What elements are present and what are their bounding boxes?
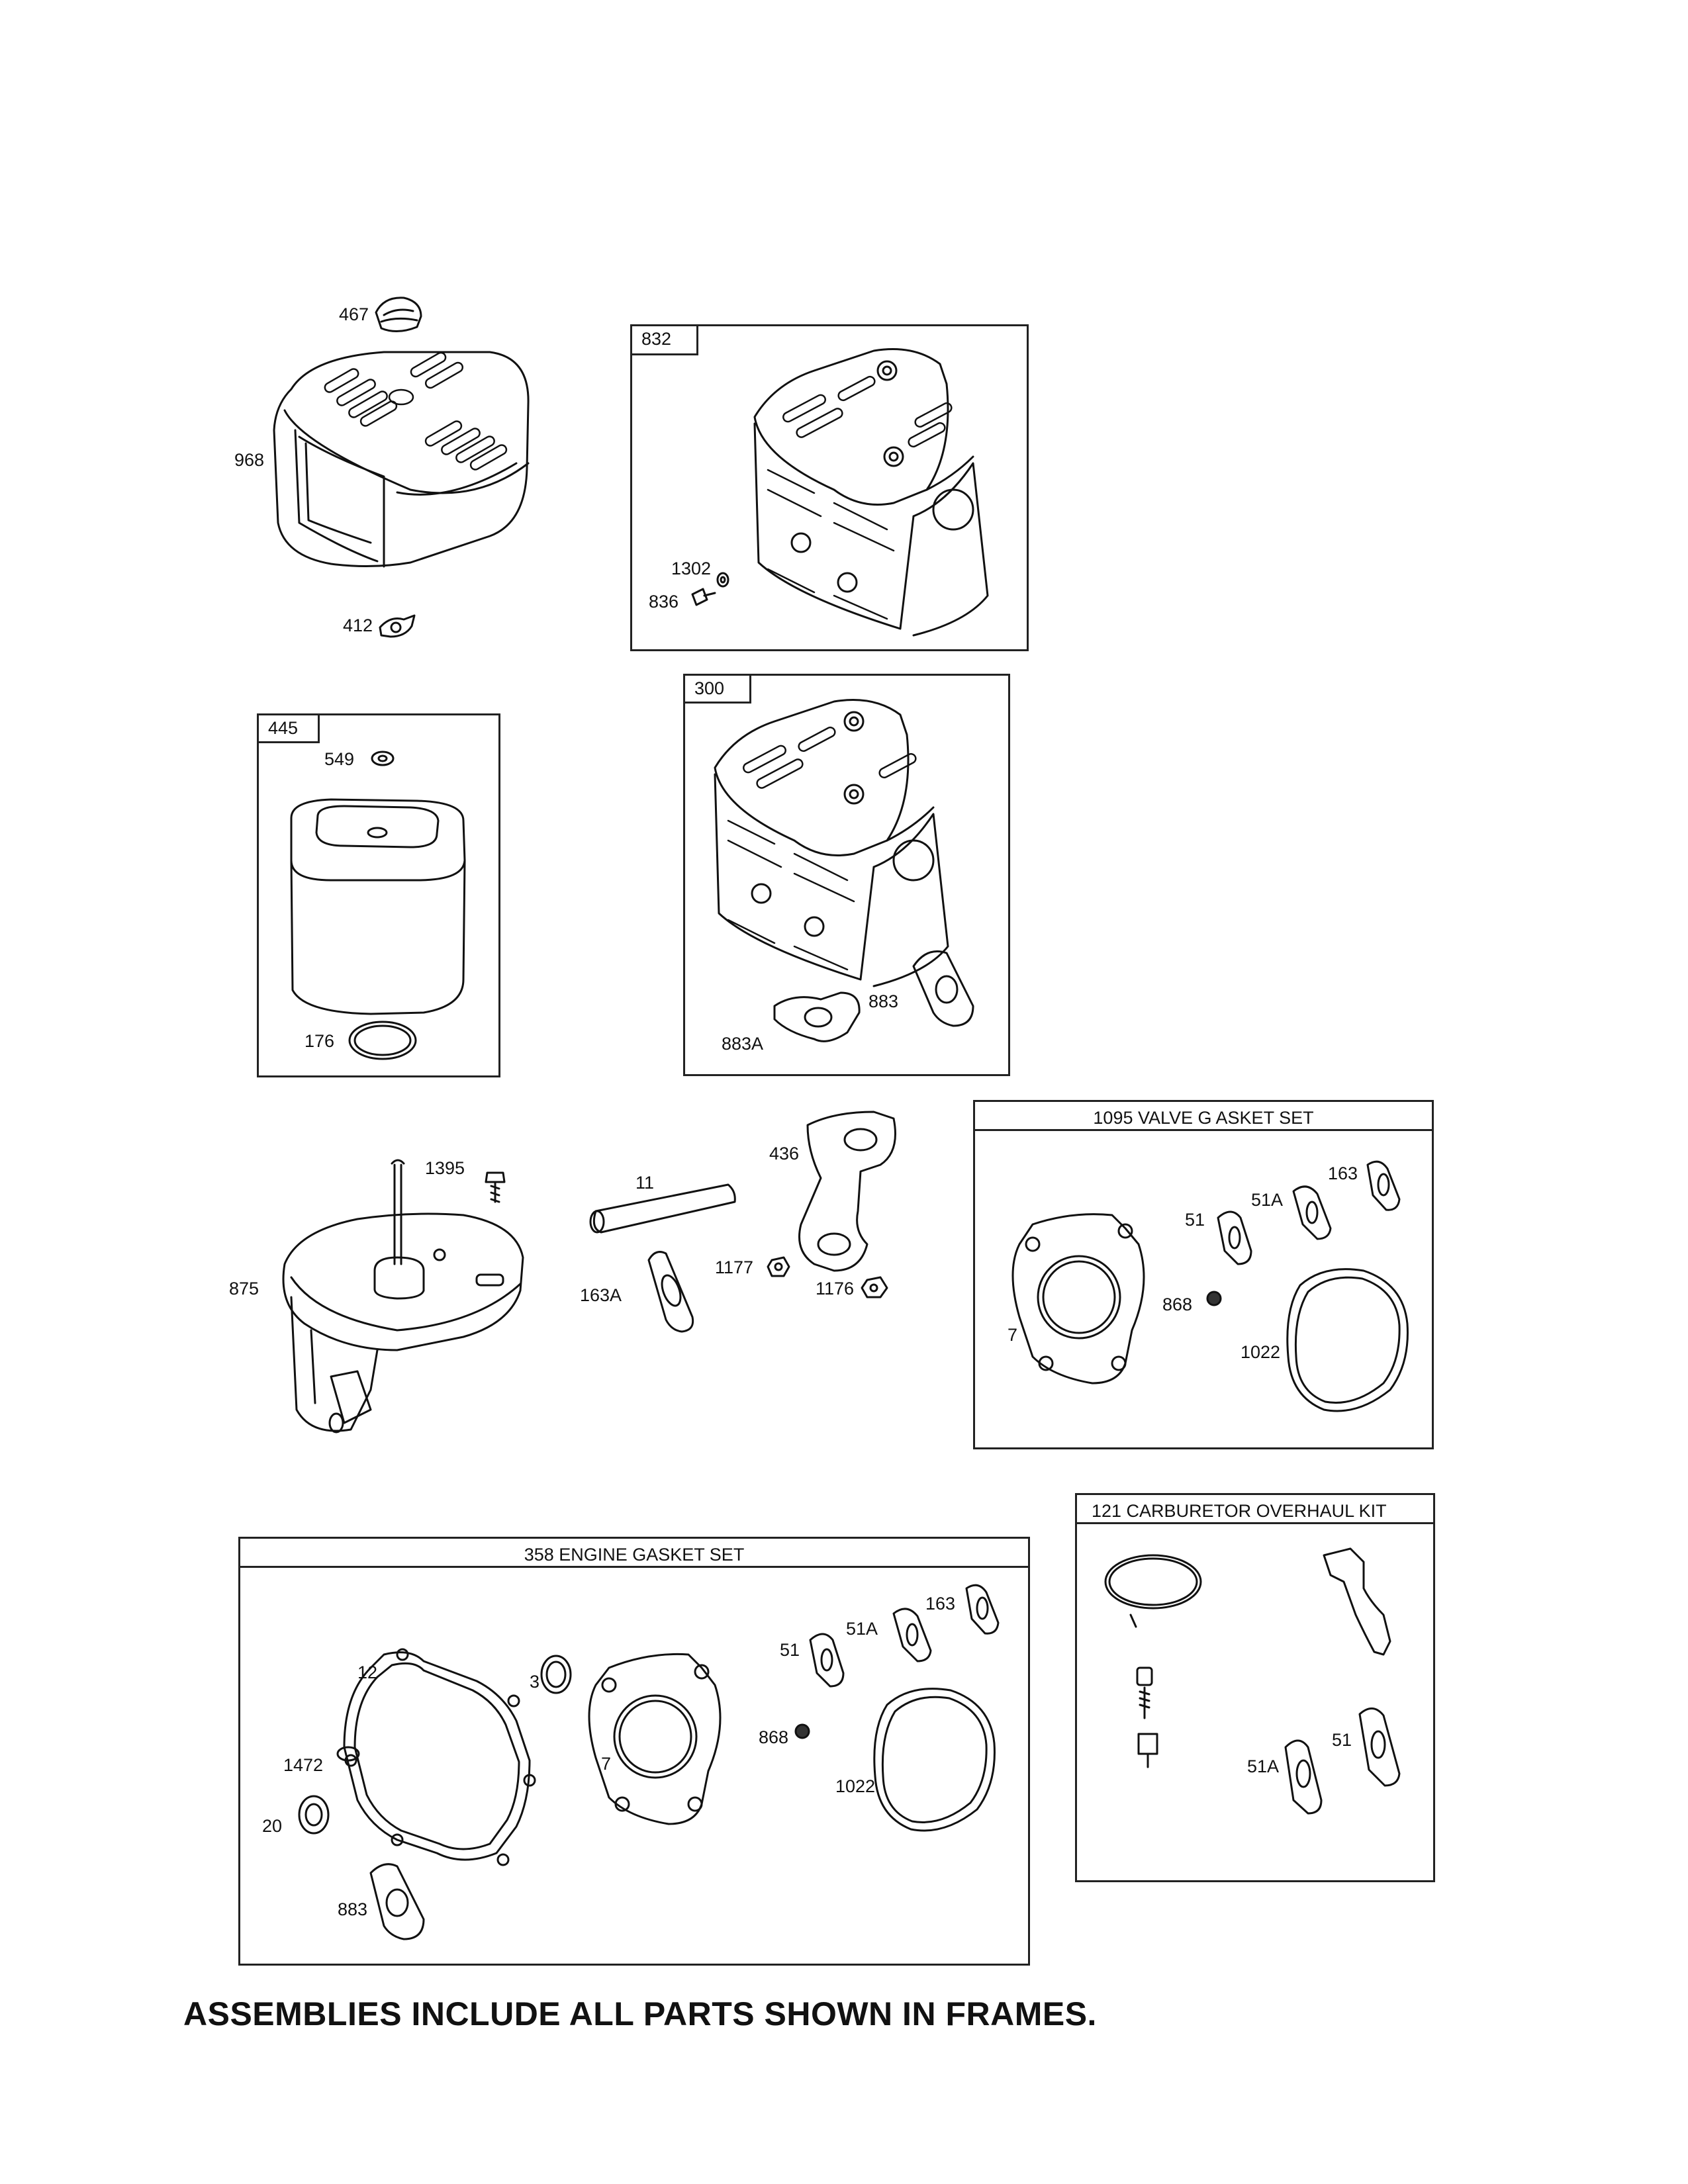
label-engine-868: 868 (759, 1727, 789, 1747)
frame-832: 832 (630, 324, 1029, 651)
label-883a-top: 883A (722, 1034, 764, 1054)
part-51a-gasket (1292, 1185, 1332, 1240)
part-11-tube (589, 1183, 736, 1234)
footer-note: ASSEMBLIES INCLUDE ALL PARTS SHOWN IN FR… (183, 1995, 1097, 2032)
label-11: 11 (635, 1173, 655, 1193)
label-412: 412 (343, 615, 373, 635)
label-valve-868: 868 (1162, 1295, 1193, 1314)
part-163-gasket-engine (965, 1584, 1000, 1635)
label-875: 875 (229, 1279, 259, 1298)
part-467-knob (375, 296, 422, 332)
part-12-crankcase-gasket (343, 1648, 536, 1866)
part-carb-jet (1137, 1733, 1158, 1768)
part-7-head-gasket (1011, 1213, 1145, 1385)
label-engine-163: 163 (925, 1594, 956, 1614)
label-1177: 1177 (715, 1257, 754, 1277)
part-412-wing-nut (379, 614, 416, 638)
engine-gasket-set-title: 358 ENGINE GASKET SET (240, 1539, 1028, 1568)
label-467: 467 (339, 304, 369, 324)
label-engine-20: 20 (262, 1816, 283, 1836)
part-1472-oring (336, 1746, 360, 1762)
part-300-muffler (714, 699, 949, 987)
part-1022-valve-cover-gasket (1286, 1268, 1409, 1412)
label-engine-3: 3 (530, 1672, 540, 1692)
part-51-gasket-carb (1358, 1707, 1401, 1787)
label-engine-51: 51 (780, 1640, 800, 1660)
label-engine-1472: 1472 (283, 1755, 324, 1775)
label-176: 176 (305, 1031, 335, 1051)
part-968-cover (273, 351, 530, 568)
part-7-head-gasket-engine (588, 1653, 722, 1825)
frame-valve-gasket-set: 1095 VALVE G ASKET SET (973, 1100, 1434, 1449)
part-20-seal (298, 1795, 330, 1835)
part-836-screw (691, 588, 716, 606)
valve-gasket-set-title: 1095 VALVE G ASKET SET (975, 1102, 1432, 1131)
label-valve-163: 163 (1328, 1163, 1358, 1183)
part-carb-needle (1136, 1666, 1153, 1719)
part-176-seal (348, 1021, 417, 1060)
part-51-gasket (1217, 1210, 1252, 1265)
part-1022-gasket-engine (873, 1688, 996, 1832)
label-engine-51a: 51A (846, 1619, 878, 1639)
part-51a-gasket-carb (1284, 1739, 1323, 1815)
label-carb-51a: 51A (1247, 1756, 1280, 1776)
label-968: 968 (234, 450, 265, 470)
label-436: 436 (769, 1144, 800, 1163)
part-carb-oring (1104, 1554, 1202, 1610)
label-1302: 1302 (671, 559, 712, 578)
part-883-gasket-top (912, 950, 974, 1027)
label-valve-7: 7 (1008, 1325, 1018, 1345)
label-engine-883: 883 (338, 1899, 368, 1919)
part-445-air-filter (290, 798, 466, 1015)
part-163a-gasket (647, 1251, 694, 1333)
part-carb-pin (1129, 1614, 1137, 1628)
label-engine-12: 12 (357, 1662, 378, 1682)
part-51a-gasket-engine (892, 1608, 932, 1662)
part-3-seal (540, 1655, 572, 1694)
label-549: 549 (324, 749, 355, 769)
frame-carburetor-overhaul-kit: 121 CARBURETOR OVERHAUL KIT (1075, 1493, 1435, 1882)
frame-445-tag: 445 (259, 715, 320, 743)
frame-832-tag: 832 (632, 326, 698, 355)
part-549-grommet (371, 751, 395, 766)
part-51-gasket-engine (809, 1633, 845, 1688)
part-868-nut-engine (794, 1723, 810, 1739)
part-875-base (282, 1159, 524, 1433)
part-163-gasket (1366, 1160, 1401, 1211)
part-436-intake (798, 1111, 896, 1272)
part-1176-nut (861, 1276, 888, 1298)
label-engine-7: 7 (601, 1754, 612, 1774)
part-832-muffler-guard (753, 348, 989, 637)
label-valve-51a: 51A (1251, 1190, 1284, 1210)
label-valve-1022: 1022 (1241, 1342, 1281, 1362)
label-836: 836 (649, 592, 679, 612)
part-883a-gasket-top (773, 991, 861, 1042)
carburetor-kit-title: 121 CARBURETOR OVERHAUL KIT (1077, 1495, 1433, 1524)
label-1176: 1176 (816, 1279, 855, 1298)
part-1395-bolt (485, 1171, 506, 1203)
label-carb-51: 51 (1332, 1730, 1352, 1750)
part-868-nut (1206, 1291, 1222, 1306)
frame-300: 300 (683, 674, 1010, 1076)
label-engine-1022: 1022 (835, 1776, 876, 1796)
part-1302-washer (716, 572, 729, 588)
part-carb-float-arm (1323, 1547, 1391, 1656)
part-1177-nut (767, 1256, 790, 1277)
frame-300-tag: 300 (685, 676, 751, 704)
frame-engine-gasket-set: 358 ENGINE GASKET SET (238, 1537, 1030, 1966)
part-883-gasket-engine (369, 1863, 425, 1940)
label-valve-51: 51 (1185, 1210, 1205, 1230)
frame-445: 445 (257, 713, 500, 1077)
label-163a: 163A (580, 1285, 622, 1305)
label-1395: 1395 (425, 1158, 465, 1178)
label-883-top: 883 (868, 991, 899, 1011)
